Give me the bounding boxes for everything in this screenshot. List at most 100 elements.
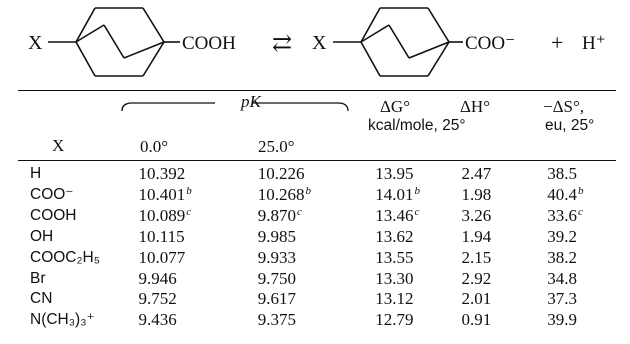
cell-pk-25: 9.750 xyxy=(258,269,375,290)
cell-pk-0-value: 10.401 xyxy=(138,184,186,204)
header-temp-0: 0.0° xyxy=(140,137,169,156)
cell-delta-h-value: 1.98 xyxy=(461,184,492,204)
cell-delta-s: 38.5 xyxy=(547,164,616,185)
cell-delta-h-value: 0.91 xyxy=(461,310,492,330)
cell-delta-g: 14.01b xyxy=(375,185,461,206)
cell-pk-0: 10.077 xyxy=(138,248,257,269)
cell-delta-g-value: 13.95 xyxy=(375,164,414,183)
bicyclooctane-right-icon xyxy=(333,7,463,77)
cell-substituent: Br xyxy=(18,269,138,290)
cell-delta-g: 13.95 xyxy=(375,164,461,185)
cell-substituent-value: COOH xyxy=(30,206,77,224)
cell-delta-g-value: 14.01 xyxy=(375,184,414,204)
cell-delta-s: 37.3 xyxy=(547,289,616,310)
footnote-marker: c xyxy=(578,205,583,218)
cell-pk-25-value: 9.375 xyxy=(257,310,297,330)
cell-delta-h-value: 2.92 xyxy=(461,268,492,288)
cell-delta-h-value: 3.26 xyxy=(461,205,492,225)
cell-delta-h: 2.47 xyxy=(462,164,548,185)
right-carboxylate-group: COO⁻ xyxy=(465,33,515,54)
left-carboxyl-group: COOH xyxy=(182,33,236,54)
cell-substituent-value: CN xyxy=(30,290,53,308)
cell-delta-s-value: 40.4 xyxy=(547,184,578,204)
cell-pk-0: 9.946 xyxy=(138,269,257,290)
cell-delta-h: 1.94 xyxy=(462,227,548,248)
cell-substituent: COO⁻ xyxy=(18,185,138,206)
header-temp-25: 25.0° xyxy=(258,137,295,156)
table-row: CN 9.752 9.617 13.12 2.01 37.3 xyxy=(18,289,616,310)
cell-pk-25: 10.226 xyxy=(258,164,375,185)
header-delta-h: ΔH° xyxy=(460,97,491,116)
substituent-left: X xyxy=(28,32,43,54)
pk-brace xyxy=(121,102,349,112)
cell-pk-25: 9.617 xyxy=(258,289,375,310)
cell-delta-g: 12.79 xyxy=(375,310,461,331)
cell-delta-s: 40.4b xyxy=(547,185,616,206)
cell-pk-0: 10.392 xyxy=(138,164,257,185)
cell-substituent: N(CH₃)₃⁺ xyxy=(18,310,138,331)
footnote-marker: c xyxy=(186,205,192,218)
cell-delta-g: 13.46c xyxy=(375,206,461,227)
cell-delta-h-value: 1.94 xyxy=(461,226,492,246)
cell-pk-0: 10.401b xyxy=(138,185,257,206)
cell-delta-s: 34.8 xyxy=(547,269,616,290)
cell-substituent: COOH xyxy=(18,206,138,227)
cell-substituent: OH xyxy=(18,227,138,248)
cell-delta-g-value: 13.12 xyxy=(375,289,414,309)
cell-pk-0-value: 10.115 xyxy=(138,226,185,246)
bicyclooctane-left-icon xyxy=(48,7,180,77)
reaction-scheme: X COOH ⇄ X COO⁻ + H⁺ xyxy=(0,0,630,78)
cell-substituent-value: H xyxy=(30,165,42,182)
cell-delta-s-value: 39.2 xyxy=(547,226,578,246)
cell-pk-25: 9.985 xyxy=(258,227,375,248)
plus-sign: + xyxy=(551,30,563,55)
cell-pk-0-value: 10.089 xyxy=(138,205,186,225)
cell-pk-0-value: 10.392 xyxy=(138,164,186,183)
cell-substituent: CN xyxy=(18,289,138,310)
proton: H⁺ xyxy=(582,33,606,54)
cell-delta-s-value: 38.5 xyxy=(547,164,578,183)
cell-pk-0-value: 9.752 xyxy=(138,289,177,309)
cell-delta-g-value: 13.55 xyxy=(375,247,414,267)
cell-delta-s-value: 33.6 xyxy=(547,205,578,225)
cell-pk-25: 9.375 xyxy=(258,310,375,331)
cell-delta-g: 13.30 xyxy=(375,269,461,290)
cell-delta-h: 2.92 xyxy=(462,269,548,290)
cell-substituent-value: Br xyxy=(30,269,46,287)
cell-delta-g-value: 13.30 xyxy=(375,268,414,288)
cell-pk-25: 9.870c xyxy=(258,206,375,227)
cell-delta-g: 13.12 xyxy=(375,289,461,310)
substituent-right: X xyxy=(312,32,327,54)
cell-pk-0: 9.436 xyxy=(138,310,257,331)
cell-pk-25-value: 9.617 xyxy=(257,289,297,309)
cell-delta-h: 1.98 xyxy=(462,185,548,206)
cell-delta-g-value: 13.46 xyxy=(375,205,414,225)
table-header-rule xyxy=(18,160,616,161)
reaction-scheme-svg: X COOH ⇄ X COO⁻ + H⁺ xyxy=(28,7,606,77)
cell-pk-0-value: 9.436 xyxy=(138,310,177,330)
cell-pk-25-value: 10.268 xyxy=(257,184,305,204)
cell-delta-s: 39.2 xyxy=(547,227,616,248)
header-pk: pK xyxy=(241,92,261,111)
cell-substituent-value: OH xyxy=(30,227,54,245)
cell-delta-s-value: 34.8 xyxy=(547,268,578,288)
cell-delta-h-value: 2.01 xyxy=(461,289,492,309)
header-delta-g: ΔG° xyxy=(380,97,411,116)
cell-delta-g: 13.55 xyxy=(375,248,461,269)
cell-pk-25-value: 9.750 xyxy=(257,268,297,288)
cell-pk-25-value: 9.933 xyxy=(257,247,297,267)
equilibrium-arrow: ⇄ xyxy=(272,31,292,57)
cell-delta-s-value: 39.9 xyxy=(547,310,578,330)
cell-delta-g-value: 12.79 xyxy=(375,310,414,330)
cell-delta-h: 3.26 xyxy=(462,206,548,227)
table-row: N(CH₃)₃⁺9.436 9.375 12.79 0.91 39.9 xyxy=(18,310,616,331)
cell-delta-h: 2.01 xyxy=(462,289,548,310)
cell-delta-h-value: 2.47 xyxy=(461,164,492,183)
cell-delta-h-value: 2.15 xyxy=(461,247,492,267)
